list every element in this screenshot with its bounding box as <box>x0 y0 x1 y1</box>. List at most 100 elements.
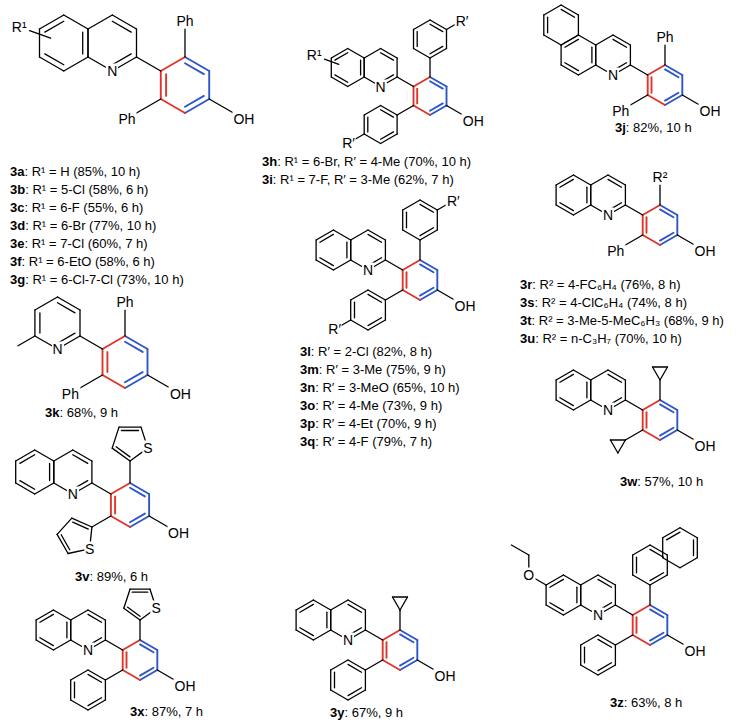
bond-line <box>625 235 642 245</box>
bond-line <box>368 290 385 300</box>
atom-label: N <box>592 608 604 623</box>
bond-line <box>578 35 595 45</box>
bond-line <box>417 32 418 47</box>
bond-line <box>576 587 577 603</box>
bond-line <box>420 264 434 272</box>
bond-line <box>547 17 548 33</box>
bond-line <box>396 115 397 134</box>
bond-line <box>129 461 130 483</box>
bond-line <box>420 228 434 236</box>
bond-line <box>581 635 598 645</box>
bond-line <box>368 318 382 326</box>
bond-line <box>20 455 35 464</box>
bond-line <box>667 635 684 645</box>
bond-line <box>608 370 625 380</box>
bond-line <box>598 635 615 645</box>
bond-line <box>561 5 578 15</box>
bond-line <box>105 640 122 650</box>
bond-line <box>364 115 365 134</box>
bond-line <box>430 46 443 53</box>
bond-line <box>590 380 591 400</box>
compound-yield: : R¹ = H (85%, 10 h) <box>24 164 140 180</box>
compound-number: 3f <box>10 254 22 270</box>
bond-line <box>364 49 380 59</box>
compound-number: 3d <box>10 218 25 234</box>
bond-line <box>88 610 105 620</box>
bond-line <box>650 549 664 557</box>
bond-line <box>561 9 575 17</box>
bond-line <box>140 668 154 676</box>
bond-line <box>383 630 400 640</box>
bond-line <box>58 303 76 313</box>
compound-yield: : 82%, 10 h <box>626 120 692 136</box>
bond-line <box>20 481 35 490</box>
bond-line <box>573 175 590 185</box>
compound-yield: : 68%, 9 h <box>59 405 118 421</box>
bond-line <box>598 579 612 587</box>
bond-line <box>618 440 626 453</box>
bond-line <box>355 134 364 139</box>
bond-line <box>608 175 625 185</box>
atom-label: R¹ <box>306 48 323 63</box>
compound-number: 3y <box>330 705 344 721</box>
bond-line <box>573 400 590 410</box>
bond-line <box>300 628 314 636</box>
bond-line <box>615 645 616 665</box>
bond-line <box>414 49 431 59</box>
bond-line <box>630 45 631 65</box>
bond-line <box>680 528 697 538</box>
bond-line <box>625 185 626 205</box>
bond-line <box>70 620 71 640</box>
bond-line <box>73 450 92 461</box>
bond-line <box>147 349 149 375</box>
bond-line <box>406 212 407 228</box>
bond-line <box>124 310 125 336</box>
bond-line <box>364 134 380 144</box>
bond-line <box>296 630 313 640</box>
bond-line <box>35 620 36 640</box>
bond-line <box>625 430 642 440</box>
bond-line <box>165 74 167 96</box>
atom-label: N <box>82 643 94 658</box>
bond-line <box>662 538 663 558</box>
bond-line <box>57 518 72 534</box>
bond-line <box>400 597 408 610</box>
bond-line <box>88 670 105 680</box>
bond-line <box>580 585 581 605</box>
bond-line <box>185 63 204 74</box>
bond-line <box>119 426 141 427</box>
bond-line <box>393 597 401 610</box>
bond-line <box>350 240 351 260</box>
bond-line <box>351 290 368 300</box>
bond-line <box>561 35 578 45</box>
bond-line <box>36 640 53 650</box>
compound-number: 3s <box>520 295 534 311</box>
bond-line <box>402 270 404 290</box>
compound-number: 3q <box>300 434 315 450</box>
bond-line <box>385 240 386 260</box>
bond-line <box>15 461 16 483</box>
bond-line <box>381 106 398 116</box>
bond-line <box>111 516 130 527</box>
bond-line <box>139 620 140 640</box>
bond-line <box>208 71 210 99</box>
atom-label: N <box>602 403 614 418</box>
bond-line <box>331 660 348 670</box>
bond-line <box>125 375 148 388</box>
bond-line <box>157 670 174 680</box>
compound-number: 3k <box>45 405 59 421</box>
bond-line <box>368 234 382 242</box>
bond-line <box>127 607 140 616</box>
bond-line <box>40 57 64 71</box>
bond-line <box>667 555 668 575</box>
bond-line <box>643 235 660 245</box>
bond-line <box>543 15 544 35</box>
bond-line <box>430 49 447 59</box>
bond-line <box>591 47 592 63</box>
compound-number: 3e <box>10 236 24 252</box>
bond-line <box>436 270 438 290</box>
compound-yield: : R² = 4-ClC₆H₄ (74%, 8 h) <box>534 295 687 311</box>
bond-line <box>556 400 573 410</box>
bond-line <box>106 352 108 372</box>
bond-line <box>649 585 650 605</box>
